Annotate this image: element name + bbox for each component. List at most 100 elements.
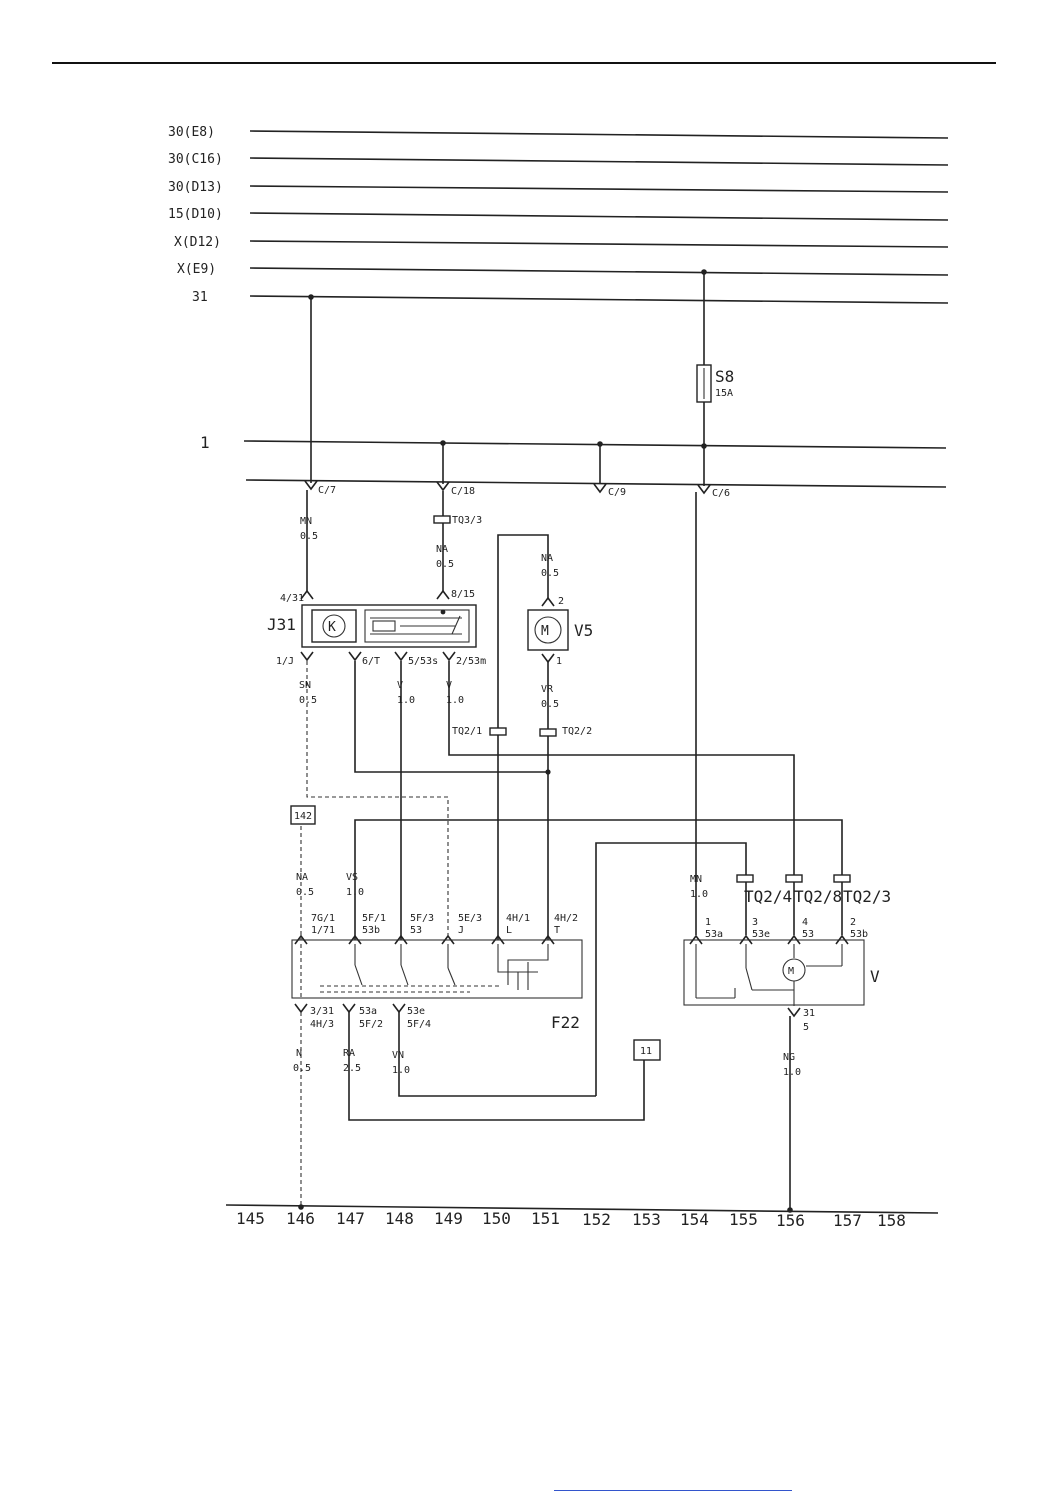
fuse-id: S8 bbox=[715, 367, 734, 386]
conn-c6: C/6 bbox=[712, 488, 730, 499]
col-num: 148 bbox=[385, 1209, 414, 1228]
pin-f22-bot3: 53e bbox=[407, 1006, 425, 1017]
col-num: 154 bbox=[680, 1210, 709, 1229]
pin-v-5: 5 bbox=[803, 1022, 809, 1033]
j31-symbol: K bbox=[328, 620, 336, 635]
fuse-rating: 15A bbox=[715, 388, 733, 399]
conn-c9: C/9 bbox=[608, 487, 626, 498]
rail-label-0: 30(E8) bbox=[168, 125, 215, 140]
wire-j2-color: V bbox=[446, 680, 452, 691]
v-symbol: M bbox=[788, 966, 794, 977]
pin-v-1: 1 bbox=[705, 917, 711, 928]
branch-wires bbox=[306, 490, 697, 940]
wire-v5top-size: 0.5 bbox=[541, 568, 559, 579]
footer-link-underline[interactable] bbox=[554, 1490, 792, 1491]
col-num: 153 bbox=[632, 1210, 661, 1229]
pin-f22-top5: 4H/1 bbox=[506, 913, 530, 924]
tag-tq24: TQ2/4 bbox=[744, 887, 792, 906]
v5-id: V5 bbox=[574, 621, 593, 640]
tag-tq21: TQ2/1 bbox=[452, 726, 482, 737]
pin-f22-bot1: 3/31 bbox=[310, 1006, 334, 1017]
rail-label-1: 30(C16) bbox=[168, 152, 223, 167]
rail-15-d10 bbox=[249, 212, 949, 221]
col-num: 156 bbox=[776, 1211, 805, 1230]
ground-rail bbox=[225, 1204, 939, 1214]
wire-j1-color: SN bbox=[299, 680, 311, 691]
col-num: 157 bbox=[833, 1211, 862, 1230]
wire-fb3-size: 1.0 bbox=[392, 1065, 410, 1076]
rail-label-2: 30(D13) bbox=[168, 180, 223, 195]
tag-tq23-box bbox=[833, 874, 851, 883]
bar-connectors bbox=[304, 480, 711, 495]
tag-tq22-box bbox=[539, 728, 557, 737]
rail-30-c16 bbox=[249, 157, 949, 166]
tag-tq33: TQ3/3 bbox=[452, 515, 482, 526]
rail-label-3: 15(D10) bbox=[168, 207, 223, 222]
pin-j31-431: 4/31 bbox=[280, 593, 304, 604]
col-num: 149 bbox=[434, 1209, 463, 1228]
pin-f22-top4: 5E/3 bbox=[458, 913, 482, 924]
wire-f1-color: NA bbox=[296, 872, 308, 883]
tag-tq21-box bbox=[489, 727, 507, 736]
pin-v-31: 31 bbox=[803, 1008, 815, 1019]
feed-wires bbox=[308, 269, 707, 486]
wire-vb-size: 1.0 bbox=[783, 1067, 801, 1078]
pin-v-2b: 53b bbox=[850, 929, 868, 940]
pin-v-3b: 53e bbox=[752, 929, 770, 940]
j31-id: J31 bbox=[267, 615, 296, 634]
pin-j31-6t: 6/T bbox=[362, 656, 380, 667]
conn-c18: C/18 bbox=[451, 486, 475, 497]
wire-j5-size: 1.0 bbox=[397, 695, 415, 706]
col-num: 145 bbox=[236, 1209, 265, 1228]
wire-v1-size: 1.0 bbox=[690, 889, 708, 900]
pin-f22-bot3b: 5F/4 bbox=[407, 1019, 431, 1030]
pin-f22-top1: 7G/1 bbox=[311, 913, 335, 924]
wire-c7-color: MN bbox=[300, 516, 312, 527]
v5-symbol: M bbox=[541, 624, 549, 639]
bus-1 bbox=[243, 440, 947, 449]
pin-f22-top3: 5F/3 bbox=[410, 913, 434, 924]
wire-f2-size: 1.0 bbox=[346, 887, 364, 898]
pin-v-4b: 53 bbox=[802, 929, 814, 940]
wiper-motor-v: M bbox=[683, 934, 865, 1018]
wire-f2-color: VS bbox=[346, 872, 358, 883]
pin-f22-top2b: 53b bbox=[362, 925, 380, 936]
pin-f22-top3b: 53 bbox=[410, 925, 422, 936]
pin-f22-top4b: J bbox=[458, 925, 464, 936]
pin-j31-1j: 1/J bbox=[276, 656, 294, 667]
relay-j31: K bbox=[300, 589, 477, 662]
pin-f22-top1b: 1/71 bbox=[311, 925, 335, 936]
pin-v-3: 3 bbox=[752, 917, 758, 928]
switch-f22 bbox=[291, 934, 583, 1014]
rail-31 bbox=[249, 295, 949, 304]
pin-f22-top6b: T bbox=[554, 925, 560, 936]
pin-j31-553s: 5/53s bbox=[408, 656, 438, 667]
ref-142-box bbox=[290, 805, 316, 825]
wire-v5bot-size: 0.5 bbox=[541, 699, 559, 710]
tag-tq22: TQ2/2 bbox=[562, 726, 592, 737]
rail-x-d12 bbox=[249, 240, 949, 248]
wire-j5-color: V bbox=[397, 680, 403, 691]
wire-j1-size: 0.5 bbox=[299, 695, 317, 706]
v-id: V bbox=[870, 967, 880, 986]
tag-tq23: TQ2/3 bbox=[843, 887, 891, 906]
motor-v5: M bbox=[527, 596, 569, 664]
ref-11: 11 bbox=[640, 1046, 652, 1057]
tag-tq28: TQ2/8 bbox=[794, 887, 842, 906]
wire-c18-size: 0.5 bbox=[436, 559, 454, 570]
pin-j31-253m: 2/53m bbox=[456, 656, 486, 667]
wire-vb-color: NG bbox=[783, 1052, 795, 1063]
tag-tq28-box bbox=[785, 874, 803, 883]
header-rule bbox=[52, 62, 996, 64]
rail-label-4: X(D12) bbox=[174, 235, 221, 250]
lower-wires bbox=[298, 1012, 793, 1213]
col-num: 151 bbox=[531, 1209, 560, 1228]
wire-j2-size: 1.0 bbox=[446, 695, 464, 706]
rail-30-d13 bbox=[249, 185, 949, 193]
col-num: 155 bbox=[729, 1210, 758, 1229]
conn-c7: C/7 bbox=[318, 485, 336, 496]
pin-f22-top2: 5F/1 bbox=[362, 913, 386, 924]
power-rails bbox=[225, 130, 949, 1214]
wire-f1-size: 0.5 bbox=[296, 887, 314, 898]
pin-f22-top6: 4H/2 bbox=[554, 913, 578, 924]
